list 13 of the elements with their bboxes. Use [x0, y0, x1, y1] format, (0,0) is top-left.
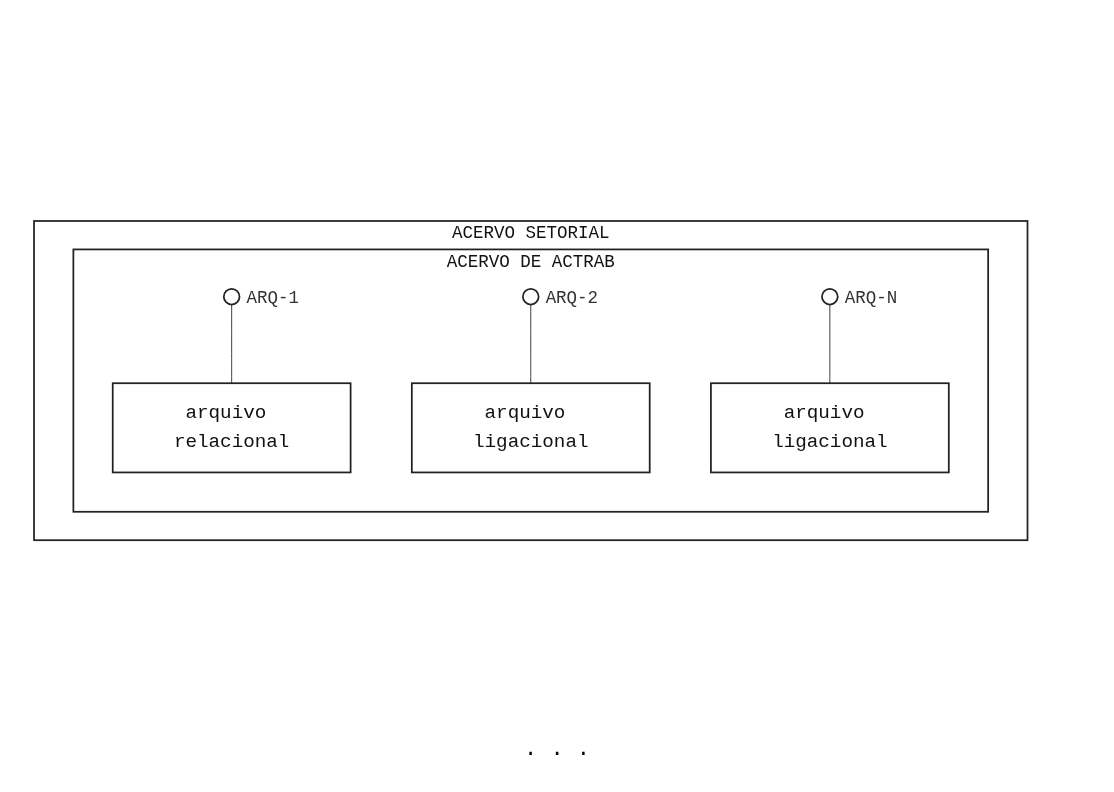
file-name-label: ARQ-N — [844, 287, 898, 308]
connector — [231, 303, 233, 384]
file-name-label: ARQ-1 — [246, 287, 299, 308]
ellipsis-text: . . . — [524, 736, 590, 762]
node-circle — [821, 287, 839, 306]
connector — [530, 303, 532, 384]
node-circle — [522, 287, 540, 306]
node-box: arquivo ligacional — [410, 382, 651, 474]
connector — [829, 303, 831, 384]
file-name-label: ARQ-2 — [545, 287, 599, 308]
node-box: arquivo ligacional — [710, 382, 950, 474]
node-box: arquivo relacional — [111, 382, 352, 474]
node-circle — [222, 287, 241, 306]
